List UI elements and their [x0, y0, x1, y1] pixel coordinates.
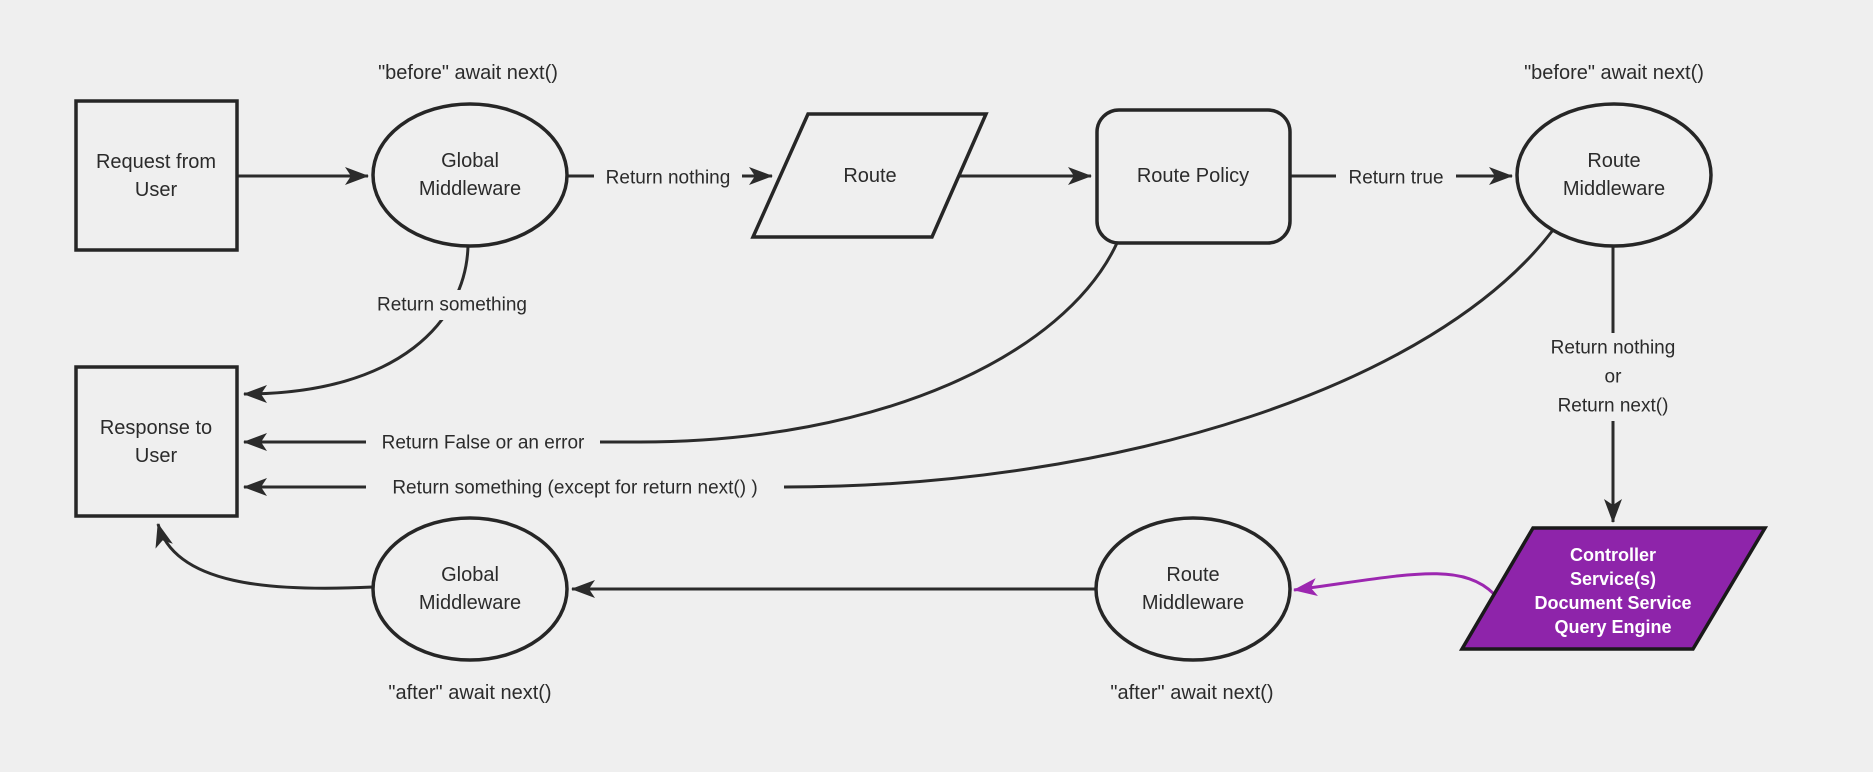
- request-label-line2: User: [135, 179, 178, 201]
- annotation-after-route-middleware: "after" await next(): [1110, 682, 1273, 704]
- edge-label-return-something-except: Return something (except for return next…: [392, 478, 757, 499]
- route-middleware-top-label-line1: Route: [1587, 150, 1640, 172]
- global-middleware-top-ellipse: [371, 102, 569, 248]
- label-bg-return-nothing: [594, 162, 742, 192]
- controller-services-label-line4: Query Engine: [1554, 617, 1671, 637]
- route-label: Route: [843, 165, 896, 187]
- route-middleware-bottom-ellipse: [1094, 516, 1292, 662]
- response-label-line2: User: [135, 445, 178, 467]
- label-bg-return-something-except: [366, 472, 784, 502]
- route-middleware-top-ellipse: [1515, 102, 1713, 248]
- node-route-middleware-top: Route Middleware: [1515, 102, 1713, 248]
- node-global-middleware-top: Global Middleware: [371, 102, 569, 248]
- annotation-before-global-middleware: "before" await next(): [378, 62, 558, 84]
- global-middleware-bottom-label-line2: Middleware: [419, 592, 521, 614]
- controller-services-label-line1: Controller: [1570, 545, 1656, 565]
- edge-labels: Return nothing Return true Return someth…: [366, 162, 1690, 502]
- node-route-middleware-bottom: Route Middleware: [1094, 516, 1292, 662]
- edge-route-policy-return-false: [243, 242, 1119, 451]
- node-controller-services: Controller Service(s) Document Service Q…: [1458, 526, 1769, 651]
- global-middleware-top-label-line1: Global: [441, 150, 499, 172]
- node-response: Response to User: [74, 365, 239, 518]
- label-bg-return-true: [1336, 162, 1456, 192]
- annotation-before-route-middleware: "before" await next(): [1524, 62, 1704, 84]
- label-bg-return-false: [366, 427, 600, 457]
- controller-services-label-line3: Document Service: [1534, 593, 1691, 613]
- edge-label-return-nothing: Return nothing: [606, 168, 731, 189]
- route-parallelogram: [750, 112, 989, 239]
- edge-label-return-nothing-or-next-line2: or: [1605, 367, 1623, 388]
- label-bg-return-nothing-or-next: [1536, 333, 1690, 421]
- edge-label-return-false: Return False or an error: [382, 433, 585, 454]
- request-label-line1: Request from: [96, 151, 216, 173]
- edge-global-middleware-return-something: [243, 245, 470, 403]
- node-route-policy: Route Policy: [1095, 108, 1292, 245]
- edge-global-middleware-bottom-to-response: [155, 523, 374, 590]
- response-label-line1: Response to: [100, 417, 212, 439]
- route-policy-rounded-rectangle: [1095, 108, 1292, 245]
- edge-label-return-true: Return true: [1348, 168, 1443, 189]
- edge-label-return-nothing-or-next-line1: Return nothing: [1551, 338, 1676, 359]
- edge-route-middleware-return-something-except: [243, 229, 1555, 496]
- route-middleware-bottom-label-line1: Route: [1166, 564, 1219, 586]
- route-policy-label: Route Policy: [1137, 165, 1249, 187]
- edge-controller-to-route-middleware-bottom: [1293, 572, 1496, 596]
- annotation-after-global-middleware: "after" await next(): [388, 682, 551, 704]
- request-rectangle: [74, 99, 239, 252]
- global-middleware-top-label-line2: Middleware: [419, 178, 521, 200]
- response-rectangle: [74, 365, 239, 518]
- route-middleware-bottom-label-line2: Middleware: [1142, 592, 1244, 614]
- node-route: Route: [750, 112, 989, 239]
- node-global-middleware-bottom: Global Middleware: [371, 516, 569, 662]
- controller-services-label-line2: Service(s): [1570, 569, 1656, 589]
- controller-services-parallelogram: [1458, 526, 1769, 651]
- global-middleware-bottom-label-line1: Global: [441, 564, 499, 586]
- route-middleware-top-label-line2: Middleware: [1563, 178, 1665, 200]
- global-middleware-bottom-ellipse: [371, 516, 569, 662]
- edge-label-return-nothing-or-next-line3: Return next(): [1558, 396, 1669, 417]
- label-bg-return-something: [366, 290, 538, 320]
- edge-label-return-something: Return something: [377, 295, 527, 316]
- node-request: Request from User: [74, 99, 239, 252]
- annotations: "before" await next() "before" await nex…: [378, 62, 1704, 704]
